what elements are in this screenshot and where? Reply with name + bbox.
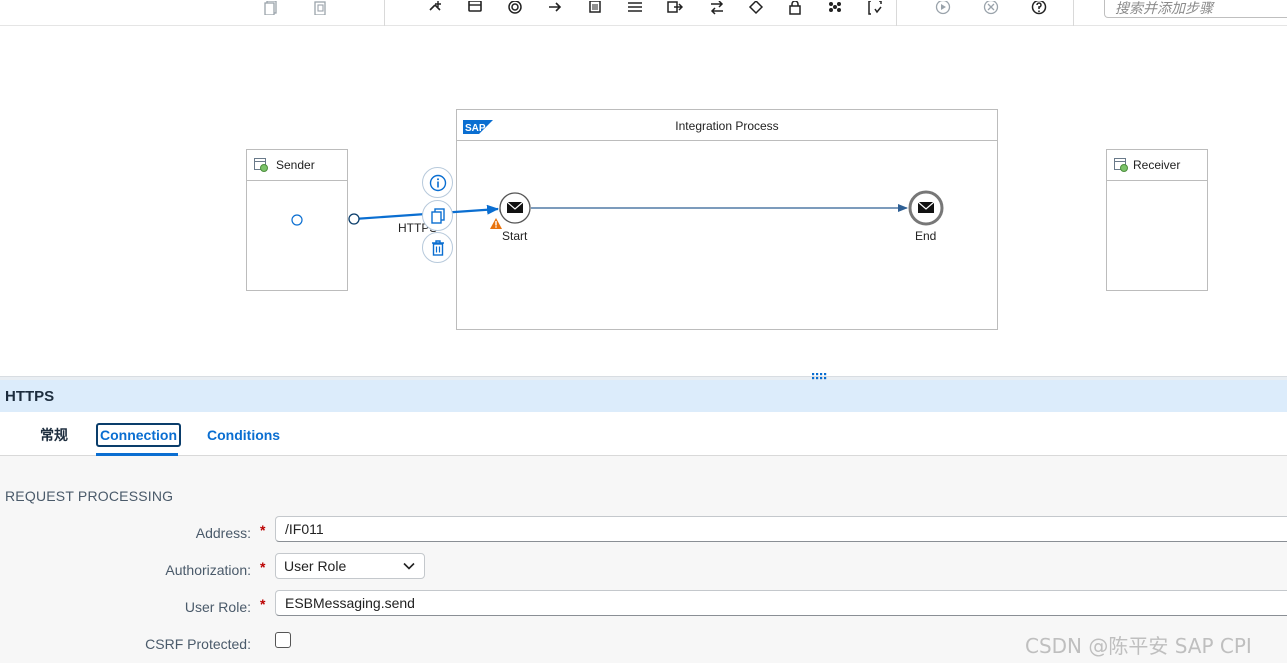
participant-icon: [1114, 158, 1128, 172]
active-tab-indicator: [96, 453, 178, 456]
search-step-input[interactable]: 搜索并添加步骤: [1104, 0, 1287, 18]
sap-logo-icon: SAP: [463, 120, 493, 134]
authorization-label: Authorization:: [165, 562, 251, 578]
section-title: REQUEST PROCESSING: [5, 488, 174, 504]
watermark: CSDN @陈平安 SAP CPI: [1025, 634, 1252, 658]
sender-anchor-point: [291, 214, 303, 226]
csrf-checkbox[interactable]: [275, 632, 291, 648]
document-icon[interactable]: [584, 0, 606, 16]
properties-title: HTTPS: [5, 388, 55, 405]
flower-icon[interactable]: [824, 0, 846, 16]
grip-icon[interactable]: [811, 372, 829, 382]
copy-icon: [430, 207, 445, 224]
copy-icon[interactable]: [260, 0, 282, 16]
end-event-label: End: [915, 229, 937, 243]
undeploy-icon[interactable]: [980, 0, 1002, 16]
start-event-label: Start: [502, 229, 528, 243]
envelope-icon: [507, 202, 523, 213]
paste-icon[interactable]: [309, 0, 331, 16]
participant-icon[interactable]: [464, 0, 486, 16]
gateway-icon[interactable]: [745, 0, 767, 16]
user-role-input[interactable]: ESBMessaging.send: [275, 590, 1287, 616]
properties-tabs: 常规 Connection Conditions: [0, 412, 1287, 456]
lock-icon[interactable]: [784, 0, 806, 16]
user-role-label: User Role:: [184, 599, 251, 615]
integration-process-pool[interactable]: SAP Integration Process: [456, 109, 998, 330]
trash-icon: [431, 239, 444, 256]
call-icon[interactable]: [664, 0, 686, 16]
play-icon[interactable]: [932, 0, 954, 16]
menu-lines-icon[interactable]: [624, 0, 646, 16]
sender-label: Sender: [276, 158, 315, 172]
toolbar: 搜索并添加步骤: [0, 0, 1287, 26]
address-label: Address:: [195, 525, 251, 541]
authorization-value: User Role: [284, 558, 347, 574]
delete-button[interactable]: [422, 232, 453, 263]
address-input[interactable]: /IF011: [275, 516, 1287, 542]
connection-start-handle: [348, 213, 360, 225]
design-canvas[interactable]: Sender SAP Integration Process Receiver: [0, 26, 1287, 376]
participant-icon: [254, 158, 268, 172]
required-mark: *: [260, 559, 266, 575]
info-button[interactable]: [422, 167, 453, 198]
connection-form: REQUEST PROCESSING Address: * /IF011 Aut…: [0, 456, 1287, 663]
chevron-down-icon: [403, 562, 415, 570]
tab-conditions[interactable]: Conditions: [207, 427, 281, 443]
properties-header: HTTPS: [0, 380, 1287, 412]
copy-element-button[interactable]: [422, 200, 453, 231]
tab-connection[interactable]: Connection: [96, 423, 181, 447]
receiver-label: Receiver: [1133, 158, 1181, 172]
select-area-icon[interactable]: [864, 0, 886, 16]
info-icon: [429, 174, 446, 191]
receiver-pool[interactable]: Receiver: [1106, 149, 1208, 291]
add-step-icon[interactable]: [424, 0, 446, 16]
envelope-icon: [918, 202, 934, 213]
panel-splitter[interactable]: [0, 373, 1287, 380]
arrow-right-icon[interactable]: [544, 0, 566, 16]
flow-overlay: [291, 190, 944, 229]
swap-icon[interactable]: [706, 0, 728, 16]
required-mark: *: [260, 522, 266, 538]
required-mark: *: [260, 596, 266, 612]
authorization-select[interactable]: User Role: [275, 553, 425, 579]
target-icon[interactable]: [504, 0, 526, 16]
svg-text:SAP: SAP: [465, 123, 486, 134]
tab-general[interactable]: 常规: [40, 427, 68, 443]
csrf-label: CSRF Protected:: [145, 636, 251, 652]
help-icon[interactable]: [1028, 0, 1050, 16]
process-title: Integration Process: [675, 118, 779, 133]
